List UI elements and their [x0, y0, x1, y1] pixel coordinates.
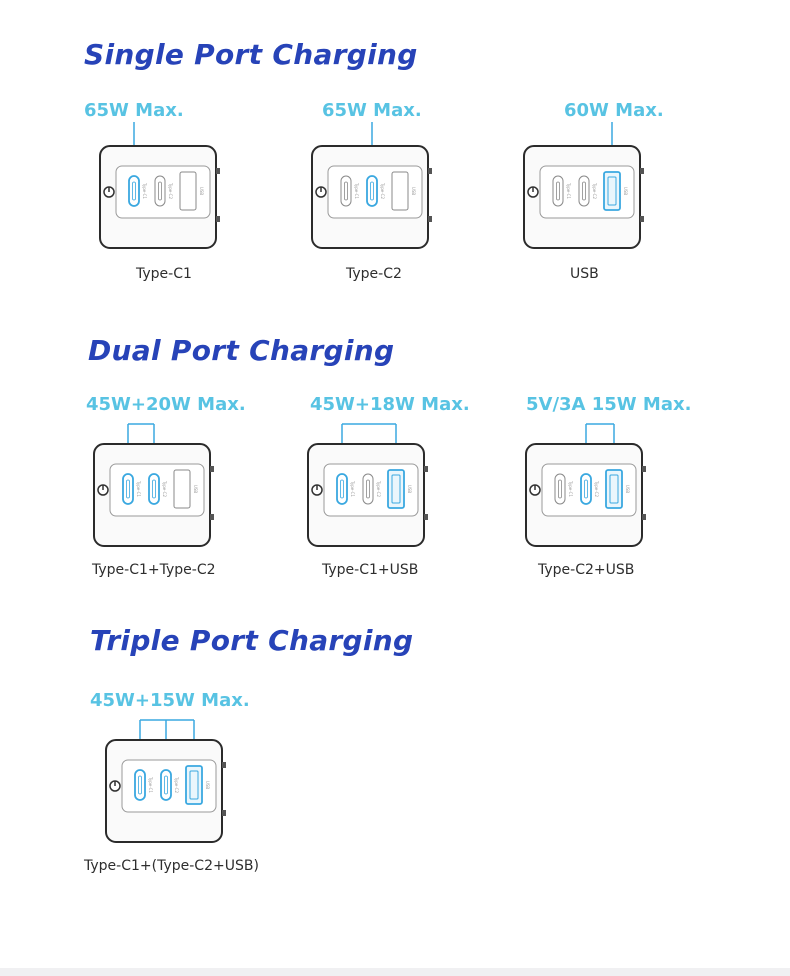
charge-option-triple: 45W+15W Max. Type-C1 Type-C2 USB Type-C1+(… [84, 690, 304, 890]
prong [424, 466, 428, 472]
max-power-label: 45W+15W Max. [90, 690, 250, 711]
charger-svg: Type-C1 Type-C2 USB [523, 122, 644, 249]
max-power-label: 45W+18W Max. [310, 394, 470, 415]
section-title-dual: Dual Port Charging [88, 334, 395, 367]
charger-illustration: Type-C1 Type-C2 USB [96, 120, 226, 254]
charge-option-dual-c1-c2: 45W+20W Max. Type-C1 Type-C2 USB Type-C1+T… [80, 394, 300, 594]
max-power-label: 60W Max. [564, 100, 664, 121]
port-label: Type-C1 [568, 480, 573, 497]
charger-illustration: Type-C1 Type-C2 USB [520, 120, 650, 254]
page-divider [0, 968, 790, 976]
port-c2 [362, 473, 374, 505]
prong [210, 514, 214, 520]
charger-illustration: Type-C1 Type-C2 USB [102, 714, 232, 848]
charger-svg: Type-C1 Type-C2 USB [99, 122, 220, 249]
charger-svg: Type-C1 Type-C2 USB [525, 423, 646, 547]
prong [640, 216, 644, 222]
port-c1 [554, 473, 566, 505]
port-caption: Type-C2 [346, 266, 402, 282]
charger-svg: Type-C1 Type-C2 USB [93, 423, 214, 547]
port-c2-active [148, 473, 160, 505]
port-label: Type-C1 [350, 480, 355, 497]
max-power-label: 65W Max. [84, 100, 184, 121]
prong [222, 810, 226, 816]
charger-illustration: Type-C1 Type-C2 USB [522, 418, 652, 552]
port-caption: Type-C1+USB [322, 562, 419, 578]
port-usb-active [185, 765, 203, 805]
prong [640, 168, 644, 174]
prong [642, 514, 646, 520]
port-c1-active [134, 769, 146, 801]
charge-option-dual-c1-usb: 45W+18W Max. Type-C1 Type-C2 USB Type-C1+U… [296, 394, 516, 594]
port-label: USB [623, 187, 628, 195]
port-usb-active [603, 171, 621, 211]
port-label: Type-C2 [174, 776, 179, 793]
prong [216, 168, 220, 174]
prong [428, 168, 432, 174]
port-caption: Type-C1+(Type-C2+USB) [84, 858, 259, 874]
prong [216, 216, 220, 222]
prong [210, 466, 214, 472]
charger-svg: Type-C1 Type-C2 USB [307, 423, 428, 547]
section-title-triple: Triple Port Charging [90, 624, 414, 657]
port-label: Type-C2 [376, 480, 381, 497]
port-usb [179, 171, 197, 211]
port-c1-active [336, 473, 348, 505]
port-c2-active [580, 473, 592, 505]
port-label: Type-C2 [592, 182, 597, 199]
charger-illustration: Type-C1 Type-C2 USB [304, 418, 434, 552]
prong [424, 514, 428, 520]
port-label: Type-C2 [162, 480, 167, 497]
port-caption: Type-C1 [136, 266, 192, 282]
section-title-single: Single Port Charging [84, 38, 418, 71]
max-power-label: 65W Max. [322, 100, 422, 121]
port-usb-active [605, 469, 623, 509]
charger-svg: Type-C1 Type-C2 USB [105, 719, 226, 843]
port-label: Type-C2 [168, 182, 173, 199]
port-label: USB [407, 485, 412, 493]
charger-illustration: Type-C1 Type-C2 USB [308, 120, 438, 254]
port-label: Type-C1 [142, 182, 147, 199]
port-label: Type-C1 [354, 182, 359, 199]
charge-option-dual-c2-usb: 5V/3A 15W Max. Type-C1 Type-C2 USB Type-C2… [516, 394, 736, 594]
port-c2 [578, 175, 590, 207]
port-label: Type-C2 [594, 480, 599, 497]
port-c1 [340, 175, 352, 207]
port-c1-active [122, 473, 134, 505]
charger-svg: Type-C1 Type-C2 USB [311, 122, 432, 249]
port-label: Type-C1 [148, 776, 153, 793]
port-label: USB [199, 187, 204, 195]
port-label: USB [625, 485, 630, 493]
port-caption: Type-C2+USB [538, 562, 635, 578]
port-label: USB [411, 187, 416, 195]
charge-option-single-c1: 65W Max. Type-C1 Type-C2 USB Type-C1 [84, 100, 304, 300]
prong [428, 216, 432, 222]
port-label: Type-C2 [380, 182, 385, 199]
max-power-label: 5V/3A 15W Max. [526, 394, 692, 415]
port-c2-active [160, 769, 172, 801]
port-c2-active [366, 175, 378, 207]
port-label: Type-C1 [136, 480, 141, 497]
port-caption: USB [570, 266, 599, 282]
prong [642, 466, 646, 472]
port-usb [391, 171, 409, 211]
port-c1 [552, 175, 564, 207]
charger-illustration: Type-C1 Type-C2 USB [90, 418, 220, 552]
max-power-label: 45W+20W Max. [86, 394, 246, 415]
port-usb [173, 469, 191, 509]
prong [222, 762, 226, 768]
port-c1-active [128, 175, 140, 207]
port-label: USB [205, 781, 210, 789]
port-label: USB [193, 485, 198, 493]
port-usb-active [387, 469, 405, 509]
port-caption: Type-C1+Type-C2 [92, 562, 216, 578]
port-label: Type-C1 [566, 182, 571, 199]
port-c2 [154, 175, 166, 207]
